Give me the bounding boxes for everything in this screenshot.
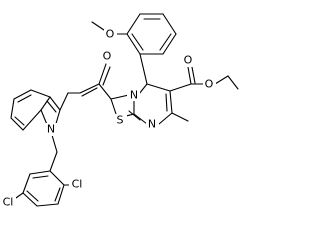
- bond: [17, 94, 32, 103]
- bond: [187, 66, 192, 85]
- bond: [32, 175, 49, 179]
- bond: [165, 93, 168, 112]
- para-chlorine-label: Cl: [3, 196, 14, 209]
- bond: [46, 100, 57, 113]
- bond: [98, 63, 107, 85]
- bond: [29, 170, 51, 175]
- bond: [30, 89, 51, 98]
- indole-nitrogen-label: N: [47, 123, 55, 136]
- thiazole-sulfur-label: S: [117, 114, 124, 127]
- bond: [162, 13, 177, 35]
- bond: [191, 66, 196, 84]
- bond: [81, 87, 98, 97]
- bond: [51, 134, 58, 153]
- bond: [139, 53, 148, 85]
- atom-labels: O O O O N S N N Cl Cl: [0, 28, 216, 209]
- bond: [57, 184, 65, 205]
- bond: [49, 151, 58, 172]
- bond: [126, 13, 141, 35]
- ortho-chlorine-label: Cl: [72, 178, 83, 191]
- fused-nitrogen-label: N: [130, 89, 138, 102]
- bond: [79, 83, 100, 94]
- bond: [40, 96, 51, 111]
- bond: [13, 89, 32, 100]
- bond: [125, 113, 135, 117]
- bond: [110, 94, 130, 100]
- bond: [14, 116, 25, 126]
- bond: [54, 187, 61, 202]
- bond: [49, 96, 61, 111]
- chemical-structure: O O O O N S N N Cl Cl: [0, 13, 239, 209]
- bond: [146, 83, 171, 92]
- ketone-oxygen-label: O: [103, 50, 112, 63]
- bond: [10, 98, 15, 119]
- ester-ether-oxygen-label: O: [205, 78, 214, 91]
- bond: [102, 66, 111, 86]
- bond: [128, 110, 141, 121]
- bond: [227, 75, 239, 90]
- bond: [131, 33, 144, 51]
- bond: [22, 173, 31, 194]
- bond: [138, 83, 148, 95]
- bond: [214, 75, 229, 85]
- bond: [36, 203, 59, 207]
- bond: [10, 117, 24, 131]
- bond: [162, 33, 177, 55]
- bond: [158, 112, 173, 125]
- bond: [22, 192, 38, 207]
- bond: [91, 21, 105, 31]
- bond: [159, 33, 172, 51]
- bond: [126, 33, 141, 55]
- bond: [98, 83, 112, 100]
- ester-carbonyl-oxygen-label: O: [184, 54, 193, 67]
- bond: [171, 112, 189, 122]
- bond: [133, 113, 148, 125]
- bond: [169, 83, 192, 92]
- bond: [49, 170, 65, 186]
- bond: [169, 90, 173, 114]
- methoxy-oxygen-label: O: [106, 28, 115, 41]
- imine-nitrogen-label: N: [148, 118, 156, 131]
- bond: [59, 92, 69, 111]
- bond: [26, 190, 39, 202]
- bond: [22, 109, 42, 131]
- bonds: [10, 13, 239, 207]
